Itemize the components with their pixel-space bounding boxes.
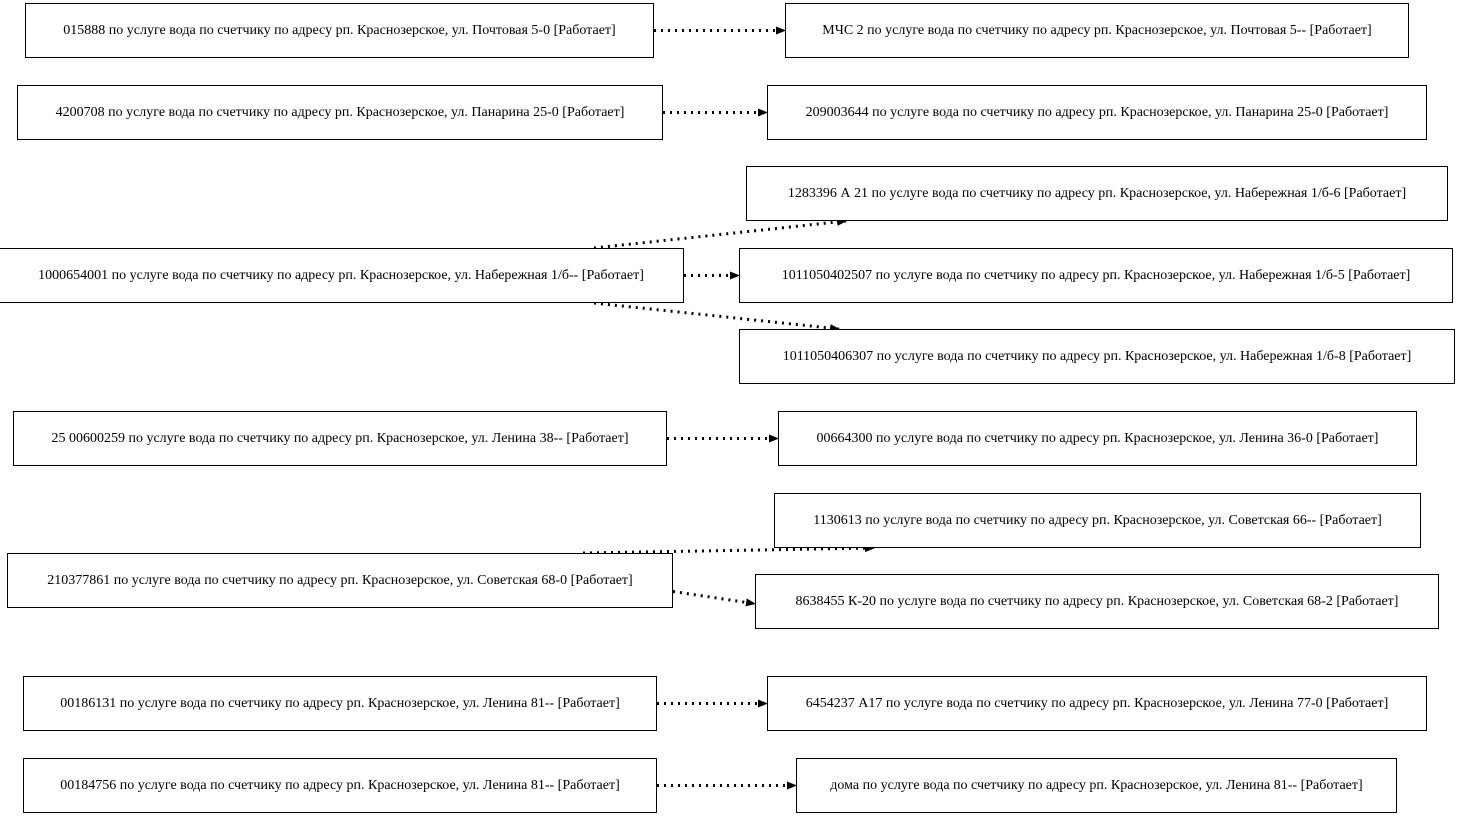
meter-node: 00664300 по услуге вода по счетчику по а… xyxy=(778,411,1417,466)
meter-node: 210377861 по услуге вода по счетчику по … xyxy=(7,553,673,608)
meter-node: 4200708 по услуге вода по счетчику по ад… xyxy=(17,85,663,140)
meter-node: 1283396 А 21 по услуге вода по счетчику … xyxy=(746,166,1448,221)
edge-arrow xyxy=(593,217,847,250)
meter-node: 8638455 К-20 по услуге вода по счетчику … xyxy=(755,574,1439,629)
meter-node: 1000654001 по услуге вода по счетчику по… xyxy=(0,248,684,303)
meter-node: 25 00600259 по услуге вода по счетчику п… xyxy=(13,411,667,466)
meter-node: МЧС 2 по услуге вода по счетчику по адре… xyxy=(785,3,1409,58)
edge-arrow xyxy=(672,590,756,607)
edge-arrow xyxy=(593,301,840,333)
meter-node: 209003644 по услуге вода по счетчику по … xyxy=(767,85,1427,140)
meter-node: дома по услуге вода по счетчику по адрес… xyxy=(796,758,1397,813)
meter-node: 00186131 по услуге вода по счетчику по а… xyxy=(23,676,657,731)
meter-node: 6454237 А17 по услуге вода по счетчику п… xyxy=(767,676,1427,731)
meter-node: 1130613 по услуге вода по счетчику по ад… xyxy=(774,493,1421,548)
meter-node: 015888 по услуге вода по счетчику по адр… xyxy=(25,3,654,58)
meter-node: 1011050402507 по услуге вода по счетчику… xyxy=(739,248,1453,303)
meter-node: 1011050406307 по услуге вода по счетчику… xyxy=(739,329,1455,384)
meter-node: 00184756 по услуге вода по счетчику по а… xyxy=(23,758,657,813)
